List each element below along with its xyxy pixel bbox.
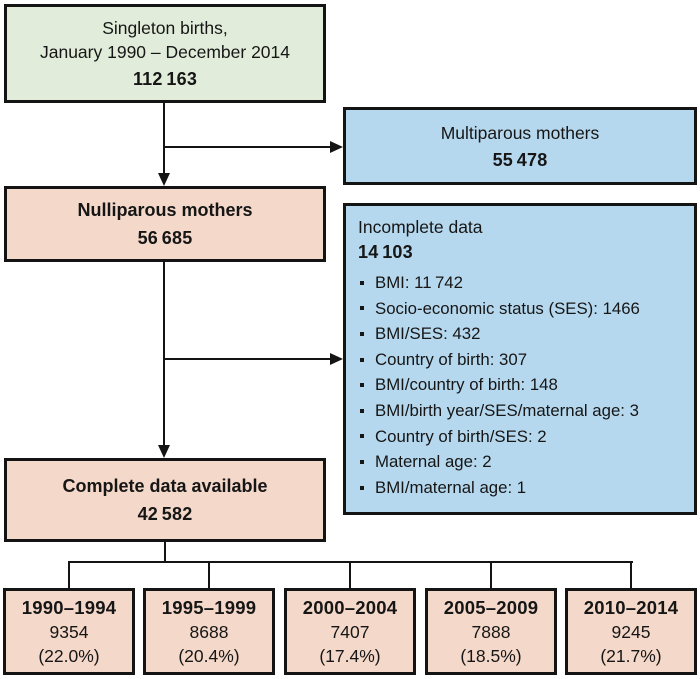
incomplete-item-text: BMI: 11 742: [375, 273, 463, 292]
bullet-icon: [360, 306, 364, 311]
incomplete-item-text: Socio-economic status (SES): 1466: [375, 298, 640, 318]
period-percent: (17.4%): [319, 645, 381, 666]
bullet-icon: [360, 331, 364, 336]
period-range: 2005–2009: [443, 596, 539, 618]
complete-data-box: Complete data available 42 582: [4, 458, 326, 542]
multiparous-mothers-box: Multiparous mothers 55 478: [343, 107, 697, 185]
bullet-icon: [360, 280, 364, 285]
connector-branch-to-incomplete: [164, 358, 331, 360]
complete-label: Complete data available: [62, 476, 268, 496]
incomplete-item: BMI/maternal age: 1: [358, 475, 640, 501]
period-percent: (18.5%): [460, 645, 522, 666]
period-count: 7888: [471, 621, 511, 642]
arrowhead-down-nulliparous-icon: [158, 173, 170, 186]
incomplete-item-text: BMI/SES: 432: [375, 324, 481, 344]
bullet-icon: [360, 459, 364, 464]
singleton-births-box: Singleton births, January 1990 – Decembe…: [4, 4, 326, 103]
period-count: 9354: [49, 621, 89, 642]
period-count: 8688: [189, 621, 229, 642]
connector-split-to-period-2: [208, 561, 210, 588]
incomplete-item-text: Country of birth: 307: [375, 349, 528, 369]
period-percent: (22.0%): [38, 645, 100, 666]
incomplete-item-text: BMI/country of birth: 148: [375, 375, 558, 395]
multiparous-label: Multiparous mothers: [440, 122, 600, 143]
arrowhead-right-incomplete-icon: [330, 353, 343, 365]
incomplete-item: Socio-economic status (SES): 1466: [358, 296, 640, 322]
connector-split-to-period-3: [349, 561, 351, 588]
incomplete-item: BMI/country of birth: 148: [358, 372, 640, 398]
period-count: 7407: [330, 621, 370, 642]
period-percent: (21.7%): [600, 645, 662, 666]
bullet-icon: [360, 434, 364, 439]
connector-split-to-period-5: [630, 561, 632, 588]
incomplete-item-text: Maternal age: 2: [375, 452, 492, 472]
connector-branch-to-multiparous: [164, 146, 331, 148]
incomplete-item-text: BMI/maternal age: 1: [375, 477, 527, 497]
connector-split-to-period-4: [490, 561, 492, 588]
period-range: 2010–2014: [583, 596, 679, 618]
bullet-icon: [360, 357, 364, 362]
period-box-2010-2014: 2010–2014 9245 (21.7%): [565, 588, 697, 675]
connector-split-to-period-1: [68, 561, 70, 588]
singleton-line1: Singleton births,: [102, 18, 228, 38]
incomplete-item: Maternal age: 2: [358, 449, 640, 475]
incomplete-data-box: Incomplete data 14 103 BMI: 11 742 Socio…: [343, 203, 697, 515]
multiparous-count: 55 478: [492, 149, 548, 170]
incomplete-item-list: BMI: 11 742 Socio-economic status (SES):…: [358, 270, 640, 500]
incomplete-item-text: Country of birth/SES: 2: [375, 426, 547, 446]
nulliparous-label: Nulliparous mothers: [77, 200, 253, 220]
period-range: 1995–1999: [161, 596, 257, 618]
period-percent: (20.4%): [178, 645, 240, 666]
period-count: 9245: [611, 621, 651, 642]
complete-count: 42 582: [137, 504, 193, 524]
nulliparous-mothers-box: Nulliparous mothers 56 685: [4, 186, 326, 262]
incomplete-item: Country of birth: 307: [358, 347, 640, 373]
connector-complete-to-split: [164, 542, 166, 563]
singleton-line2: January 1990 – December 2014: [39, 42, 291, 62]
connector-nulliparous-to-complete: [163, 262, 165, 446]
incomplete-item-text: BMI/birth year/SES/maternal age: 3: [375, 400, 639, 420]
arrowhead-down-complete-icon: [158, 445, 170, 458]
period-range: 1990–1994: [21, 596, 117, 618]
bullet-icon: [360, 408, 364, 413]
period-box-1990-1994: 1990–1994 9354 (22.0%): [3, 588, 135, 675]
bullet-icon: [360, 485, 364, 490]
incomplete-item: BMI: 11 742: [358, 270, 640, 296]
period-box-1995-1999: 1995–1999 8688 (20.4%): [143, 588, 275, 675]
incomplete-item: BMI/SES: 432: [358, 321, 640, 347]
incomplete-item: Country of birth/SES: 2: [358, 424, 640, 450]
period-box-2000-2004: 2000–2004 7407 (17.4%): [284, 588, 416, 675]
nulliparous-count: 56 685: [137, 228, 193, 248]
incomplete-count: 14 103: [358, 242, 413, 262]
arrowhead-right-multiparous-icon: [330, 141, 343, 153]
period-range: 2000–2004: [302, 596, 398, 618]
connector-singleton-to-nulliparous: [163, 103, 165, 175]
singleton-count: 112 163: [132, 69, 198, 89]
bullet-icon: [360, 383, 364, 388]
incomplete-label: Incomplete data: [358, 217, 483, 237]
period-box-2005-2009: 2005–2009 7888 (18.5%): [425, 588, 557, 675]
incomplete-item: BMI/birth year/SES/maternal age: 3: [358, 398, 640, 424]
